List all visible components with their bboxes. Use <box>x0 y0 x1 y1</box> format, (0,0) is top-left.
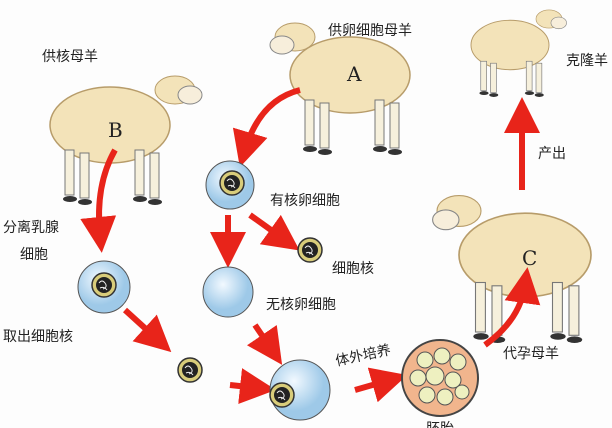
embryo-label: 胚胎 <box>426 418 454 428</box>
sheep-c <box>432 195 592 344</box>
separate-mammary-label-1: 分离乳腺 <box>3 220 59 236</box>
birth-label: 产出 <box>538 146 566 162</box>
nucleated-egg-label: 有核卵细胞 <box>270 193 340 209</box>
sheep-c-label: C <box>522 246 538 270</box>
extract-nucleus-label: 取出细胞核 <box>3 329 73 345</box>
donor-nucleus-sheep-label: 供核母羊 <box>42 49 98 65</box>
nucleated-egg <box>205 160 255 210</box>
nucleus-cell <box>297 237 323 263</box>
donor-egg-sheep-label: 供卵细胞母羊 <box>328 23 412 39</box>
sheep-b <box>49 75 203 206</box>
mammary-cell <box>77 260 131 314</box>
embryo <box>401 339 479 417</box>
sheep-a-label: A <box>347 62 362 86</box>
nucleus-label: 细胞核 <box>332 261 374 277</box>
surrogate-sheep-label: 代孕母羊 <box>503 346 559 362</box>
sheep-a <box>269 22 411 156</box>
sheep-b-label: B <box>108 118 123 142</box>
extracted-nucleus <box>177 357 203 383</box>
fused-egg <box>269 359 331 421</box>
process-arrows <box>80 87 541 404</box>
separate-mammary-label-2: 细胞 <box>20 247 48 263</box>
enucleated-egg <box>202 266 254 318</box>
cloned-sheep-label: 克隆羊 <box>566 53 608 69</box>
cloned-sheep <box>470 9 567 98</box>
enucleated-egg-label: 无核卵细胞 <box>266 297 336 313</box>
